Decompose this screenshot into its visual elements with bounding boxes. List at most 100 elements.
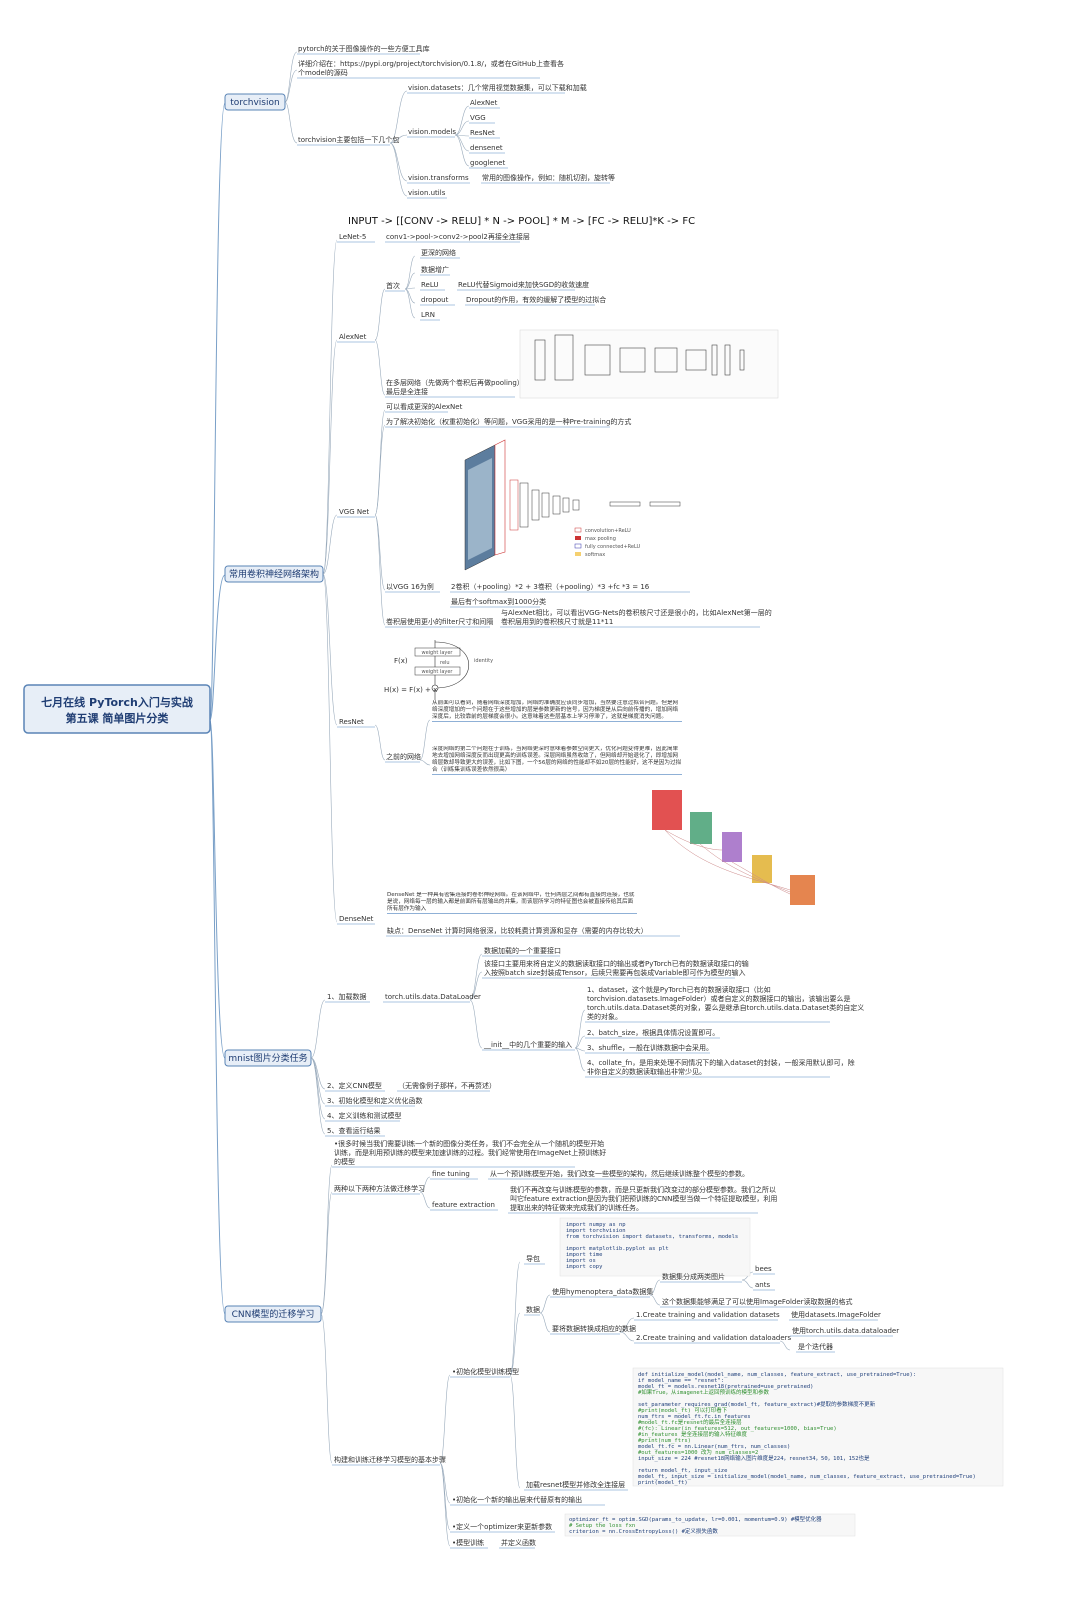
resnet-identity-label: identity — [474, 658, 493, 664]
create-dataloaders-desc: 使用torch.utils.data.dataloader — [792, 1326, 899, 1335]
tv-detail-line1: 详细介绍在：https://pypi.org/project/torchvisi… — [298, 59, 564, 68]
vgg16-label: 以VGG 16为例 — [386, 582, 434, 591]
alexnet-overlap: 在多层网络（先做两个卷积后再做pooling） — [386, 378, 524, 387]
code2-line17: model_ft, input_size = initialize_model(… — [638, 1474, 976, 1480]
tv-transforms-desc: 常用的图像操作，例如：随机切割，旋转等 — [482, 173, 615, 182]
init-param-dataset-l2: torchvision.datasets.ImageFolder）或者自定义的数… — [587, 994, 851, 1003]
code2-line18: print(model_ft) — [638, 1480, 688, 1486]
code2-line1: if model_name == "resnet": — [638, 1378, 724, 1384]
alexnet-firsts: 首次 — [386, 281, 400, 290]
resnet-problem-1: 从前面可以看到，随着网络深度增加，网络的准确度应该同步增加，当然要注意过拟合问题… — [432, 700, 682, 722]
densenet-drawback: 缺点：DenseNet 计算时网络很深，比较耗费计算资源和显存（需要的内存比较大… — [387, 926, 648, 935]
trunk-connectors — [209, 102, 226, 1315]
vgg-filter-desc-line1: 与AlexNet相比，可以看出VGG-Nets的卷积核尺寸还是很小的，比如Ale… — [501, 608, 772, 617]
code2-line2: model_ft = models.resnet18(pretrained=us… — [638, 1384, 814, 1390]
tv-detail-line2: 个model的源码 — [298, 68, 348, 77]
densenet-desc: DenseNet 是一种具有密集连接的卷积神经网络。在该网络中，任何两层之间都有… — [387, 892, 637, 914]
branch-transfer-learning[interactable]: CNN模型的迁移学习 — [224, 1305, 322, 1323]
fine-tuning-label: fine tuning — [432, 1170, 470, 1178]
mnist-step5: 5、查看运行结果 — [327, 1126, 380, 1135]
resnet-relu-label: relu — [440, 660, 450, 666]
branch-cnn-architectures[interactable]: 常用卷积神经网络架构 — [224, 565, 324, 583]
lenet-label: LeNet-5 — [339, 233, 366, 241]
code2-line8: #model_ft.fc是resnet的最后全连接层 — [638, 1418, 742, 1426]
alexnet-fc: 最后是全连接 — [386, 387, 428, 396]
tv-models: vision.models — [408, 128, 456, 136]
alexnet-dropout-desc: Dropout的作用，有效的缓解了模型的过拟合 — [466, 295, 606, 304]
code1-line7: import copy — [566, 1264, 603, 1270]
transfer-intro-l1: •很多时候当我们需要训练一个新的图像分类任务，我们不会完全从一个随机的模型开始 — [334, 1139, 604, 1148]
root-title-line2: 第五课 简单图片分类 — [66, 711, 170, 725]
vgg16-desc: 2卷积（+pooling）*2 + 3卷积（+pooling）*3 +fc *3… — [451, 582, 650, 591]
transfer-connectors — [320, 1164, 791, 1547]
code1-line4: import matplotlib.pyplot as plt — [566, 1246, 669, 1252]
resnet-problem-2: 深度网络的第二个问题在于训练，当网络更深时意味着参数空间更大，优化问题变得更难，… — [432, 746, 682, 775]
vgg-pretraining: 为了解决初始化（权重初始化）等问题，VGG采用的是一种Pre-training的… — [386, 417, 631, 426]
code2-line12: model_ft.fc = nn.Linear(num_ftrs, num_cl… — [638, 1444, 790, 1450]
dataset-two-classes: 数据集分成两类图片 — [662, 1272, 725, 1281]
branch-torchvision-label: torchvision — [230, 98, 279, 108]
branch-torchvision[interactable]: torchvision — [224, 93, 286, 111]
feature-extraction-label: feature extraction — [432, 1201, 495, 1209]
alexnet-relu-desc: ReLU代替Sigmoid来加快SGD的收敛速度 — [458, 280, 589, 289]
alexnet-item-deeper: 更深的网络 — [421, 248, 456, 257]
alexnet-item-lrn: LRN — [421, 311, 435, 319]
step-define-optimizer: •定义一个optimizer来更新参数 — [452, 1522, 552, 1531]
resnet-load-modify: 加载resnet模型并修改全连接层 — [526, 1480, 625, 1489]
root-node[interactable]: 七月在线 PyTorch入门与实战 第五课 简单图片分类 — [23, 684, 211, 734]
tv-model-googlenet: googlenet — [470, 159, 505, 167]
mnist-nodes: 1、加载数据 torch.utils.data.DataLoader 数据加载的… — [325, 946, 864, 1137]
code-block-imports — [559, 1217, 751, 1277]
code1-line1: import torchvision — [566, 1228, 626, 1234]
hymenoptera-dataset: 使用hymenoptera_data数据集 — [552, 1287, 653, 1296]
code-block-initialize-model — [632, 1367, 1004, 1487]
code1-line2: from torchvision import datasets, transf… — [566, 1234, 738, 1240]
tv-parts: torchvision主要包括一下几个包 — [298, 135, 399, 144]
init-param-batch-size: 2、batch_size，根据具体情况设置即可。 — [587, 1028, 719, 1037]
step-init-model: •初始化模型训练模型 — [452, 1367, 519, 1376]
tv-transforms: vision.transforms — [408, 174, 469, 182]
resnet-residual-block-figure: weight layer relu weight layer identity … — [384, 640, 493, 700]
resnet-hx-label: H(x) = F(x) + x — [384, 686, 437, 694]
dataloader-desc2-line1: 该接口主要用来将自定义的数据读取接口的输出或者PyTorch已有的数据读取接口的… — [484, 959, 749, 968]
vgg-softmax: 最后有个softmax到1000分类 — [451, 597, 546, 606]
convert-data: 要将数据转换成相应的数据 — [552, 1324, 636, 1333]
lenet-desc: conv1->pool->conv2->pool2再接全连接层 — [386, 232, 530, 241]
step-train-desc: 并定义函数 — [501, 1538, 536, 1547]
alexnet-item-augment: 数据增广 — [421, 265, 449, 274]
densenet-figure — [652, 790, 815, 905]
code2-line16: return model_ft, input_size — [638, 1468, 727, 1474]
create-dataloaders: 2.Create training and validation dataloa… — [636, 1334, 792, 1342]
mnist-dataloader: torch.utils.data.DataLoader — [385, 993, 481, 1001]
init-param-dataset-l1: 1、dataset，这个就是PyTorch已有的数据读取接口（比如 — [587, 985, 771, 994]
create-datasets-desc: 使用datasets.ImageFolder — [791, 1310, 881, 1319]
dataloader-desc1: 数据加载的一个重要接口 — [484, 946, 561, 955]
code1-line0: import numpy as np — [566, 1222, 626, 1228]
step-new-output-layer: •初始化一个新的输出层来代替原有的输出 — [452, 1495, 582, 1504]
resnet-weight-layer-1: weight layer — [422, 650, 454, 656]
cnn-arch-connectors — [322, 239, 431, 923]
vgg-legend-fc: fully connected+ReLU — [585, 544, 640, 550]
code3-line1: # Setup the loss fxn — [569, 1523, 635, 1529]
mnist-step2-desc: （无需像例子那样，不再赘述） — [398, 1081, 496, 1090]
branch-mnist[interactable]: mnist图片分类任务 — [224, 1049, 312, 1067]
create-datasets: 1.Create training and validation dataset… — [636, 1311, 780, 1319]
cnn-arch-nodes: INPUT -> [[CONV -> RELU] * N -> POOL] * … — [337, 216, 815, 937]
tv-model-vgg: VGG — [470, 114, 486, 122]
init-param-shuffle: 3、shuffle，一般在训练数据中会采用。 — [587, 1043, 713, 1052]
tv-model-resnet: ResNet — [470, 129, 495, 137]
vgg-deeper-alexnet: 可以看成更深的AlexNet — [386, 402, 463, 411]
code2-line3: #如果True，从imagenet上返回预训练的模型和参数 — [638, 1388, 770, 1396]
step-data: 数据 — [526, 1305, 540, 1314]
torchvision-connectors — [284, 51, 470, 197]
feature-extraction-desc-l1: 我们不再改变与训练模型的参数，而是只更新我们改变过的部分模型参数。我们之所以 — [510, 1185, 776, 1194]
alexnet-architecture-figure — [519, 329, 779, 399]
alexnet-item-relu: ReLU — [421, 281, 439, 289]
fine-tuning-desc: 从一个预训练模型开始，我们改变一些模型的架构，然后继续训练整个模型的参数。 — [490, 1169, 749, 1178]
code1-line5: import time — [566, 1252, 602, 1258]
class-bees: bees — [755, 1265, 772, 1273]
init-param-dataset-l3: torch.utils.data.Dataset类的对象，要么是继承自torch… — [587, 1003, 864, 1012]
transfer-steps: 构建和训练迁移学习模型的基本步骤 — [334, 1455, 446, 1464]
code2-line0: def initialize_model(model_name, num_cla… — [638, 1372, 916, 1378]
